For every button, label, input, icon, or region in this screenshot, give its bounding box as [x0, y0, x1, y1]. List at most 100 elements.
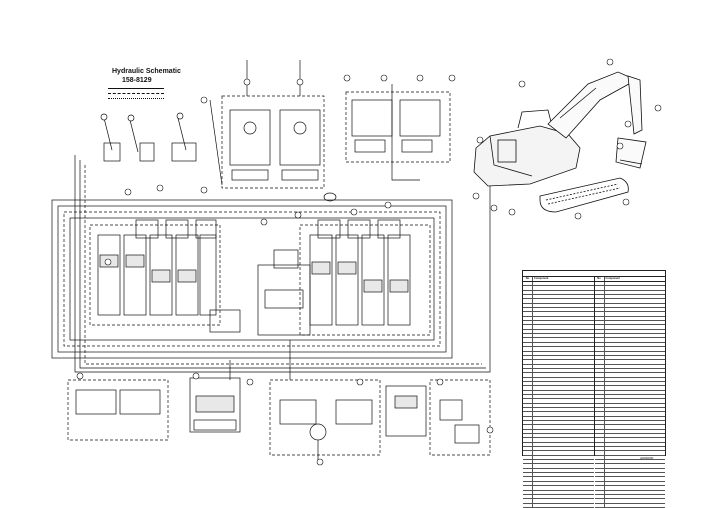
pump-section	[67, 377, 491, 460]
main-valve-left	[89, 219, 221, 326]
component-table-row	[594, 282, 665, 287]
component-table-row	[523, 494, 594, 500]
component-table-row	[594, 429, 665, 435]
component-table-row	[594, 442, 665, 448]
component-table-row	[594, 412, 665, 417]
component-table-row	[523, 282, 594, 287]
component-table-row	[594, 390, 665, 395]
component-table-row	[523, 351, 594, 356]
component-table-row	[523, 321, 594, 326]
component-table-row	[594, 342, 665, 348]
component-table-row	[523, 490, 594, 495]
component-table-row	[523, 295, 594, 300]
component-table-row	[594, 377, 665, 382]
component-table-row	[594, 425, 665, 430]
main-circuit-loop	[51, 199, 453, 359]
component-table-row	[594, 360, 665, 365]
component-table-row	[523, 438, 594, 443]
page-title: Hydraulic Schematic	[112, 68, 181, 75]
col-header-no-2: No	[595, 277, 605, 281]
component-table-row	[523, 360, 594, 365]
main-valve-right	[299, 219, 431, 336]
component-table-row	[594, 438, 665, 443]
component-table-row	[594, 334, 665, 339]
component-table-row	[594, 290, 665, 296]
component-table-row	[523, 303, 594, 309]
cylinder-group	[100, 112, 197, 162]
component-table-row	[523, 460, 594, 465]
component-table-row	[594, 347, 665, 352]
component-table-row	[523, 416, 594, 421]
component-table-row	[523, 381, 594, 387]
line-legend-pilot	[108, 93, 164, 94]
component-table-row	[594, 447, 665, 452]
component-table-row	[523, 486, 594, 491]
component-table-row	[523, 412, 594, 417]
component-table-row	[523, 334, 594, 339]
callout-circle	[200, 96, 208, 104]
component-table-row	[523, 338, 594, 343]
component-table-row	[594, 303, 665, 309]
component-table-row	[523, 403, 594, 408]
component-table-row	[594, 373, 665, 378]
component-table-row	[523, 481, 594, 487]
component-table-row	[523, 464, 594, 469]
component-table-row	[594, 351, 665, 356]
page-subtitle: 158-8129	[122, 77, 152, 84]
legend-line-dotted	[108, 98, 164, 99]
component-table-row	[594, 286, 665, 291]
component-table-row	[523, 299, 594, 304]
line-legend-pressure	[108, 88, 164, 89]
component-table-row	[594, 312, 665, 317]
component-table-row	[594, 325, 665, 330]
component-table-row	[594, 399, 665, 404]
component-table-row	[594, 503, 665, 508]
component-table-row	[523, 377, 594, 382]
col-header-component: Component	[534, 277, 549, 280]
component-table-row	[523, 290, 594, 296]
component-table-row	[594, 299, 665, 304]
component-table-row	[523, 477, 594, 482]
component-table-row	[523, 329, 594, 335]
component-table-row	[523, 455, 594, 461]
col-header-no: No	[523, 277, 533, 281]
component-table-row	[523, 364, 594, 369]
component-table-row	[523, 468, 594, 474]
component-table-row	[523, 451, 594, 456]
component-table-row	[523, 442, 594, 448]
legend-line-solid	[108, 88, 164, 89]
component-table-row	[594, 490, 665, 495]
component-table-row	[594, 460, 665, 465]
component-table-row	[594, 308, 665, 313]
component-table-row	[523, 503, 594, 508]
component-table-row	[523, 386, 594, 391]
component-table-row	[594, 295, 665, 300]
component-table-row	[523, 390, 594, 395]
excavator-illustration	[473, 71, 647, 213]
component-table-row	[594, 464, 665, 469]
component-table-row	[523, 429, 594, 435]
component-table-row	[523, 394, 594, 400]
component-table-row	[594, 338, 665, 343]
component-table-title	[523, 271, 665, 277]
component-table-row	[594, 481, 665, 487]
component-table-row	[523, 425, 594, 430]
component-table-row	[523, 373, 594, 378]
component-table-row	[523, 368, 594, 374]
component-table-row	[594, 386, 665, 391]
component-table-row	[523, 421, 594, 426]
component-table-row	[523, 473, 594, 478]
component-table-row	[523, 434, 594, 439]
component-table-row	[594, 394, 665, 400]
travel-motor-box	[221, 95, 325, 189]
component-table-row	[594, 403, 665, 408]
component-table-row	[594, 434, 665, 439]
component-table-row	[523, 347, 594, 352]
component-table-row	[523, 286, 594, 291]
component-table-row	[523, 316, 594, 322]
component-table-row	[594, 451, 665, 456]
